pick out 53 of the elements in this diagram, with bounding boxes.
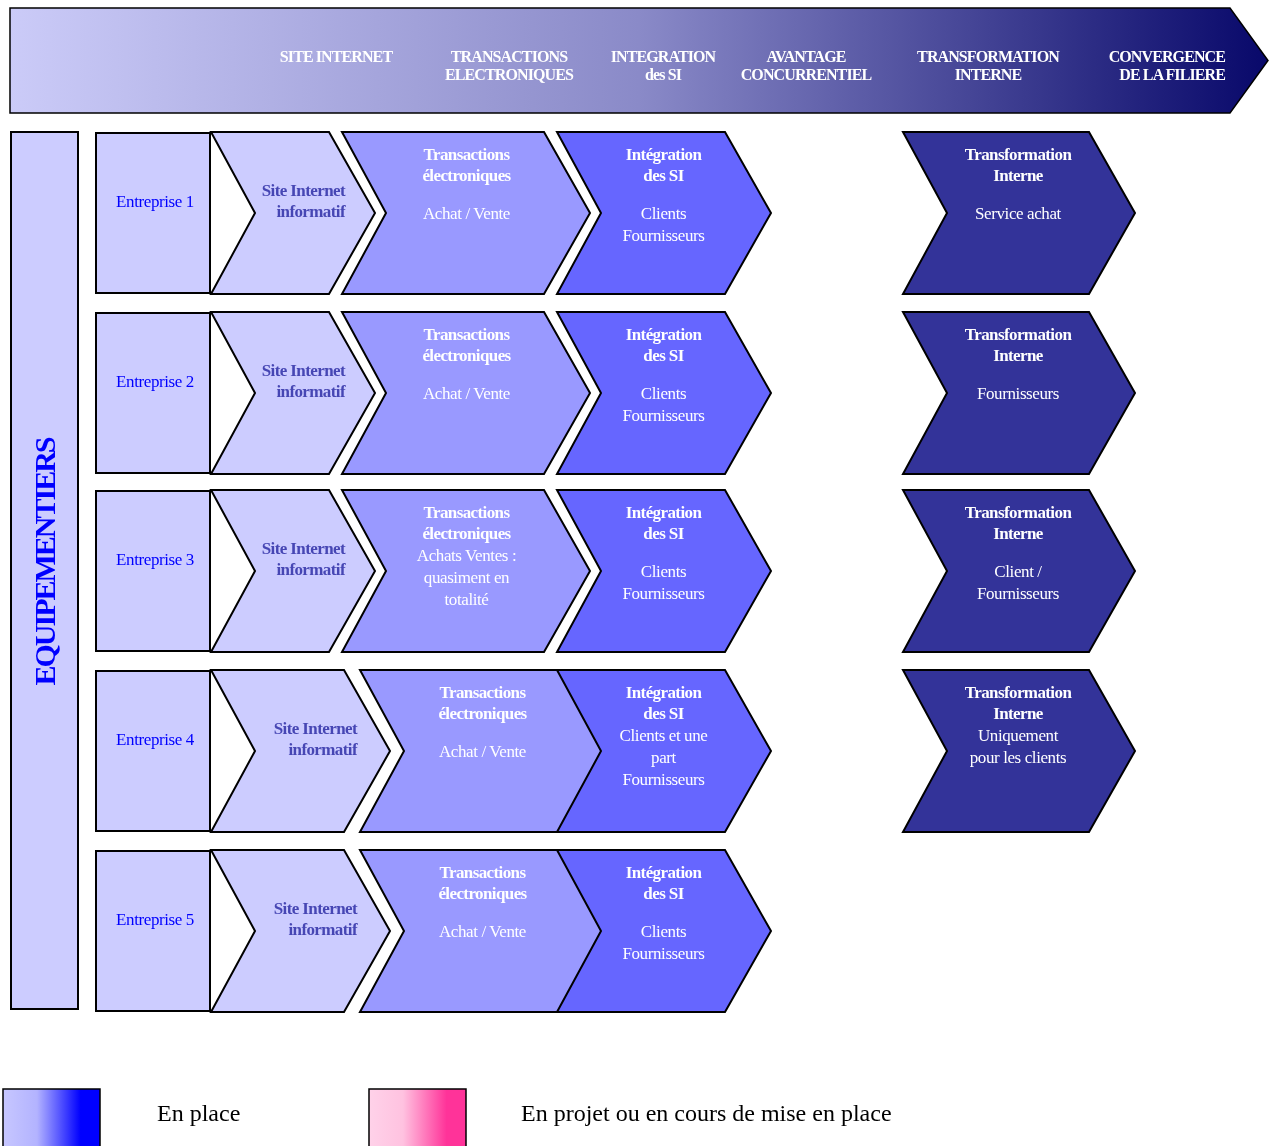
- stage-title: Site Internet informatif: [272, 897, 357, 941]
- stage-title: Intégration des SI: [624, 144, 703, 187]
- stage-title: Transformation Interne: [963, 144, 1073, 187]
- sector-label: EQUIPEMENTIERS: [27, 438, 62, 686]
- stage-title: Transactions électroniques: [437, 682, 528, 725]
- legend-label: En projet ou en cours de mise en place: [521, 1100, 892, 1127]
- stage-title: Transformation Interne: [963, 324, 1073, 367]
- company-box: [95, 490, 211, 652]
- stage-detail: Service achat: [975, 202, 1061, 225]
- stage-title: Transactions électroniques: [437, 862, 528, 905]
- company-box: [95, 132, 211, 294]
- stage-detail: Fournisseurs: [976, 382, 1060, 405]
- stage-title: Site Internet informatif: [260, 179, 345, 223]
- stage-title: Transactions électroniques: [421, 324, 512, 367]
- stage-detail: Clients Fournisseurs: [621, 202, 706, 247]
- side-bar: [10, 131, 79, 1010]
- company-box: [95, 670, 211, 832]
- stage-detail: Uniquement pour les clients: [968, 724, 1068, 769]
- company-box: [95, 312, 211, 474]
- stage-detail: Achats Ventes : quasiment en totalité: [415, 544, 518, 611]
- company-box: [95, 850, 211, 1012]
- company-label: Entreprise 3: [115, 549, 195, 571]
- stage-detail: Client / Fournisseurs: [975, 560, 1061, 605]
- stage-detail: Achat / Vente: [439, 920, 526, 943]
- stage-title: Intégration des SI: [624, 502, 703, 545]
- stage-title: Transactions électroniques: [421, 502, 512, 545]
- stage-detail: Clients Fournisseurs: [621, 382, 706, 427]
- stage-heading: SITE INTERNET: [279, 48, 393, 66]
- company-label: Entreprise 1: [115, 191, 195, 213]
- stage-title: Site Internet informatif: [272, 717, 357, 761]
- stage-detail: Clients Fournisseurs: [621, 920, 706, 965]
- company-label: Entreprise 5: [115, 909, 195, 931]
- stage-heading: TRANSACTIONS ELECTRONIQUES: [444, 48, 575, 84]
- legend-label: En place: [157, 1100, 241, 1127]
- stage-detail: Clients Fournisseurs: [621, 560, 706, 605]
- stage-title: Intégration des SI: [624, 862, 703, 905]
- stage-title: Transactions électroniques: [421, 144, 512, 187]
- stage-title: Site Internet informatif: [260, 537, 345, 581]
- stage-heading: TRANSFORMATION INTERNE: [916, 48, 1061, 84]
- stage-title: Transformation Interne: [963, 502, 1073, 545]
- stage-detail: Clients et une part Fournisseurs: [618, 724, 709, 791]
- stage-heading: CONVERGENCE DE LA FILIERE: [1107, 48, 1225, 84]
- stage-heading: AVANTAGE CONCURRENTIEL: [739, 48, 873, 84]
- company-label: Entreprise 2: [115, 371, 195, 393]
- company-label: Entreprise 4: [115, 729, 195, 751]
- stage-title: Transformation Interne: [963, 682, 1073, 725]
- stage-title: Intégration des SI: [624, 324, 703, 367]
- stage-title: Site Internet informatif: [260, 359, 345, 403]
- stage-detail: Achat / Vente: [423, 202, 510, 225]
- stage-heading: INTEGRATION des SI: [609, 48, 717, 84]
- stage-detail: Achat / Vente: [439, 740, 526, 763]
- stage-title: Intégration des SI: [624, 682, 703, 725]
- stage-detail: Achat / Vente: [423, 382, 510, 405]
